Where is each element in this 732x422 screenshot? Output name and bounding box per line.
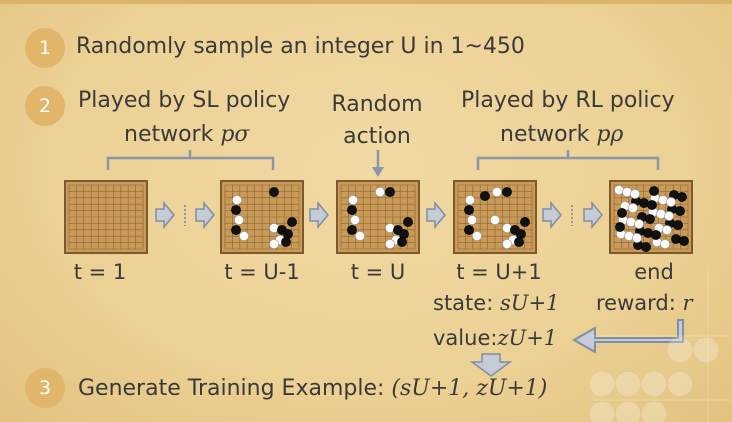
random-text: Random xyxy=(331,92,423,117)
white-stone xyxy=(660,239,670,249)
step-3-text: Generate Training Example: (sU+1, zU+1) xyxy=(78,376,548,401)
black-stone xyxy=(514,237,524,247)
black-stone xyxy=(397,237,407,247)
white-stone xyxy=(632,233,642,243)
sl-network-text: network pσ xyxy=(124,122,250,147)
training-example-formula: (sU+1, zU+1) xyxy=(391,376,548,401)
black-stone xyxy=(347,205,357,215)
white-stone xyxy=(348,195,358,205)
sl-policy-text: Played by SL policy xyxy=(78,88,291,113)
step-1-text: Randomly sample an integer U in 1~450 xyxy=(76,34,525,59)
black-stone xyxy=(281,237,291,247)
black-stone xyxy=(502,187,512,197)
step-2-badge: 2 xyxy=(25,86,65,126)
black-stone xyxy=(649,186,659,196)
white-stone xyxy=(385,239,395,249)
label-end: end xyxy=(634,260,674,284)
black-stone xyxy=(347,225,357,235)
white-stone xyxy=(492,187,502,197)
black-stone xyxy=(675,206,685,216)
white-stone xyxy=(666,197,676,207)
white-stone xyxy=(628,203,638,213)
black-stone xyxy=(520,217,530,227)
value-label: value:zU+1 xyxy=(433,326,558,350)
step-1-badge: 1 xyxy=(25,28,65,68)
white-stone xyxy=(472,231,482,241)
go-board-icon xyxy=(609,180,693,254)
black-stone xyxy=(385,187,395,197)
black-stone xyxy=(287,217,297,227)
black-stone xyxy=(480,191,490,201)
black-stone xyxy=(231,225,241,235)
white-stone xyxy=(234,215,244,225)
left-arrow-icon xyxy=(571,319,684,354)
white-stone xyxy=(355,231,365,241)
sl-policy-symbol: pσ xyxy=(220,122,250,147)
rl-network-text: network pρ xyxy=(500,122,624,147)
rl-policy-text: Played by RL policy xyxy=(461,88,675,113)
action-text: action xyxy=(343,124,411,149)
step-3-badge: 3 xyxy=(25,368,65,408)
white-stone xyxy=(502,239,512,249)
reward-symbol: r xyxy=(682,291,693,315)
black-stone xyxy=(269,187,279,197)
down-arrow-icon xyxy=(372,167,384,177)
bracket-icon xyxy=(106,150,275,170)
black-stone xyxy=(651,230,661,240)
go-board-icon xyxy=(336,180,420,254)
label-tu+1: t = U+1 xyxy=(456,260,542,284)
white-stone xyxy=(465,195,475,205)
black-stone xyxy=(641,242,651,252)
label-tu: t = U xyxy=(350,260,406,284)
value-symbol: zU+1 xyxy=(497,326,558,350)
white-stone xyxy=(467,215,477,225)
white-stone xyxy=(232,195,242,205)
decor-stones xyxy=(588,336,720,422)
black-stone xyxy=(464,225,474,235)
state-label: state: sU+1 xyxy=(433,291,560,315)
black-stone xyxy=(647,200,657,210)
black-stone xyxy=(645,214,655,224)
black-stone xyxy=(231,205,241,215)
rl-policy-symbol: pρ xyxy=(596,122,624,147)
black-stone xyxy=(617,208,627,218)
black-stone xyxy=(679,236,689,246)
black-stone xyxy=(403,217,413,227)
black-stone xyxy=(673,220,683,230)
go-board-icon xyxy=(453,180,537,254)
state-symbol: sU+1 xyxy=(499,291,560,315)
white-stone xyxy=(350,215,360,225)
top-rule xyxy=(0,0,732,4)
white-stone xyxy=(375,187,385,197)
black-stone xyxy=(615,222,625,232)
go-board-icon xyxy=(64,180,148,254)
black-stone xyxy=(677,192,687,202)
label-tu-1: t = U-1 xyxy=(224,260,300,284)
reward-label: reward: r xyxy=(596,291,693,315)
white-stone xyxy=(239,231,249,241)
down-arrow-icon xyxy=(469,353,513,377)
go-board-icon xyxy=(220,180,304,254)
white-stone xyxy=(490,215,500,225)
label-t1: t = 1 xyxy=(73,260,127,284)
white-stone xyxy=(630,189,640,199)
bracket-icon xyxy=(476,150,660,170)
white-stone xyxy=(662,225,672,235)
white-stone xyxy=(664,211,674,221)
white-stone xyxy=(269,239,279,249)
white-stone xyxy=(634,219,644,229)
black-stone xyxy=(464,205,474,215)
hollow-arrow-icon xyxy=(155,200,603,230)
